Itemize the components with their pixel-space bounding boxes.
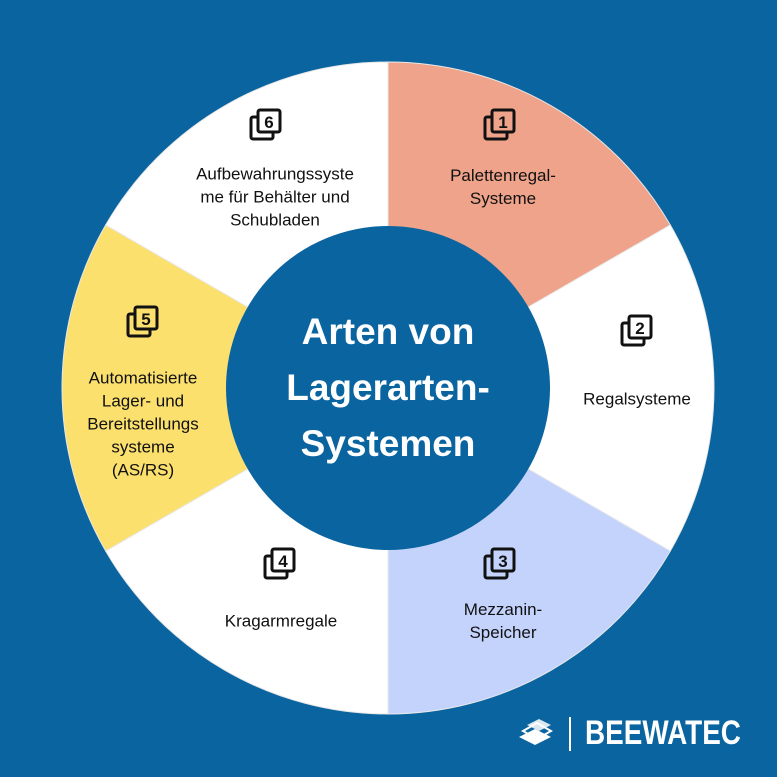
center-circle [226,226,550,550]
segment-label-6: Aufbewahrungssyste me für Behälter und S… [196,164,354,230]
numbered-stack-icon: 6 [248,107,284,143]
numbered-stack-icon: 5 [125,304,161,340]
brand-divider [568,716,571,751]
segment-number: 1 [498,113,507,132]
segment-number: 4 [278,552,288,571]
segments-layer [61,61,715,715]
segment-label-1: Palettenregal- Systeme [450,166,556,208]
brand: BEEWATEC [517,714,747,753]
numbered-stack-icon: 4 [262,546,298,582]
numbered-stack-icon: 1 [482,107,518,143]
segment-label-5: Automatisierte Lager- und Bereitstellung… [87,368,199,480]
beewatec-logo-icon [518,718,553,745]
numbered-stack-icon: 3 [482,546,518,582]
numbered-stack-icon: 2 [619,313,655,349]
diagram-title: Arten von Lagerarten-Systemen [286,311,490,464]
segment-number: 2 [635,319,644,338]
segment-number: 6 [264,113,273,132]
segment-label-2: Regalsysteme [583,389,691,409]
segment-number: 5 [141,310,150,329]
brand-name: BEEWATEC [584,714,741,752]
segment-label-4: Kragarmregale [224,611,338,631]
segment-number: 3 [498,552,507,571]
segment-label-3: Mezzanin- Speicher [463,600,543,642]
